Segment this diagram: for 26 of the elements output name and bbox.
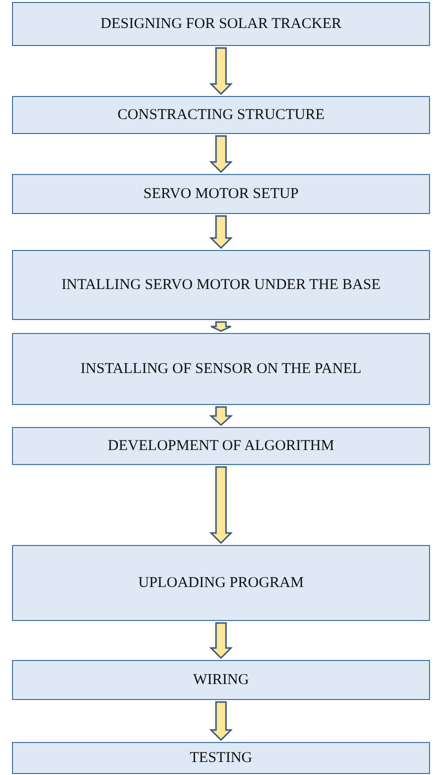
process-box — [12, 333, 430, 405]
step-label: INSTALLING OF SENSOR ON THE PANEL — [80, 360, 362, 379]
step-label: SERVO MOTOR SETUP — [143, 185, 299, 204]
block-arrow — [209, 466, 233, 544]
process-box — [12, 660, 430, 700]
process-box — [12, 96, 430, 134]
step-label: CONSTRACTING STRUCTURE — [117, 106, 325, 125]
step-label: DESIGNING FOR SOLAR TRACKER — [100, 15, 342, 34]
step-label: DEVELOPMENT OF ALGORITHM — [108, 437, 334, 456]
block-arrow — [209, 215, 233, 250]
step-label: INTALLING SERVO MOTOR UNDER THE BASE — [61, 276, 381, 295]
step-label: UPLOADING PROGRAM — [138, 574, 304, 593]
step-label: TESTING — [190, 749, 252, 768]
block-arrow — [209, 406, 233, 426]
step-label: WIRING — [193, 671, 249, 690]
block-arrow — [209, 135, 233, 174]
process-box — [12, 174, 430, 214]
block-arrow — [210, 321, 232, 332]
process-box — [12, 427, 430, 465]
block-arrow — [209, 47, 233, 96]
process-box — [12, 742, 430, 774]
block-arrow — [209, 622, 233, 660]
block-arrow — [209, 701, 233, 742]
process-box — [12, 250, 430, 320]
process-box — [12, 545, 430, 621]
process-box — [12, 2, 430, 46]
